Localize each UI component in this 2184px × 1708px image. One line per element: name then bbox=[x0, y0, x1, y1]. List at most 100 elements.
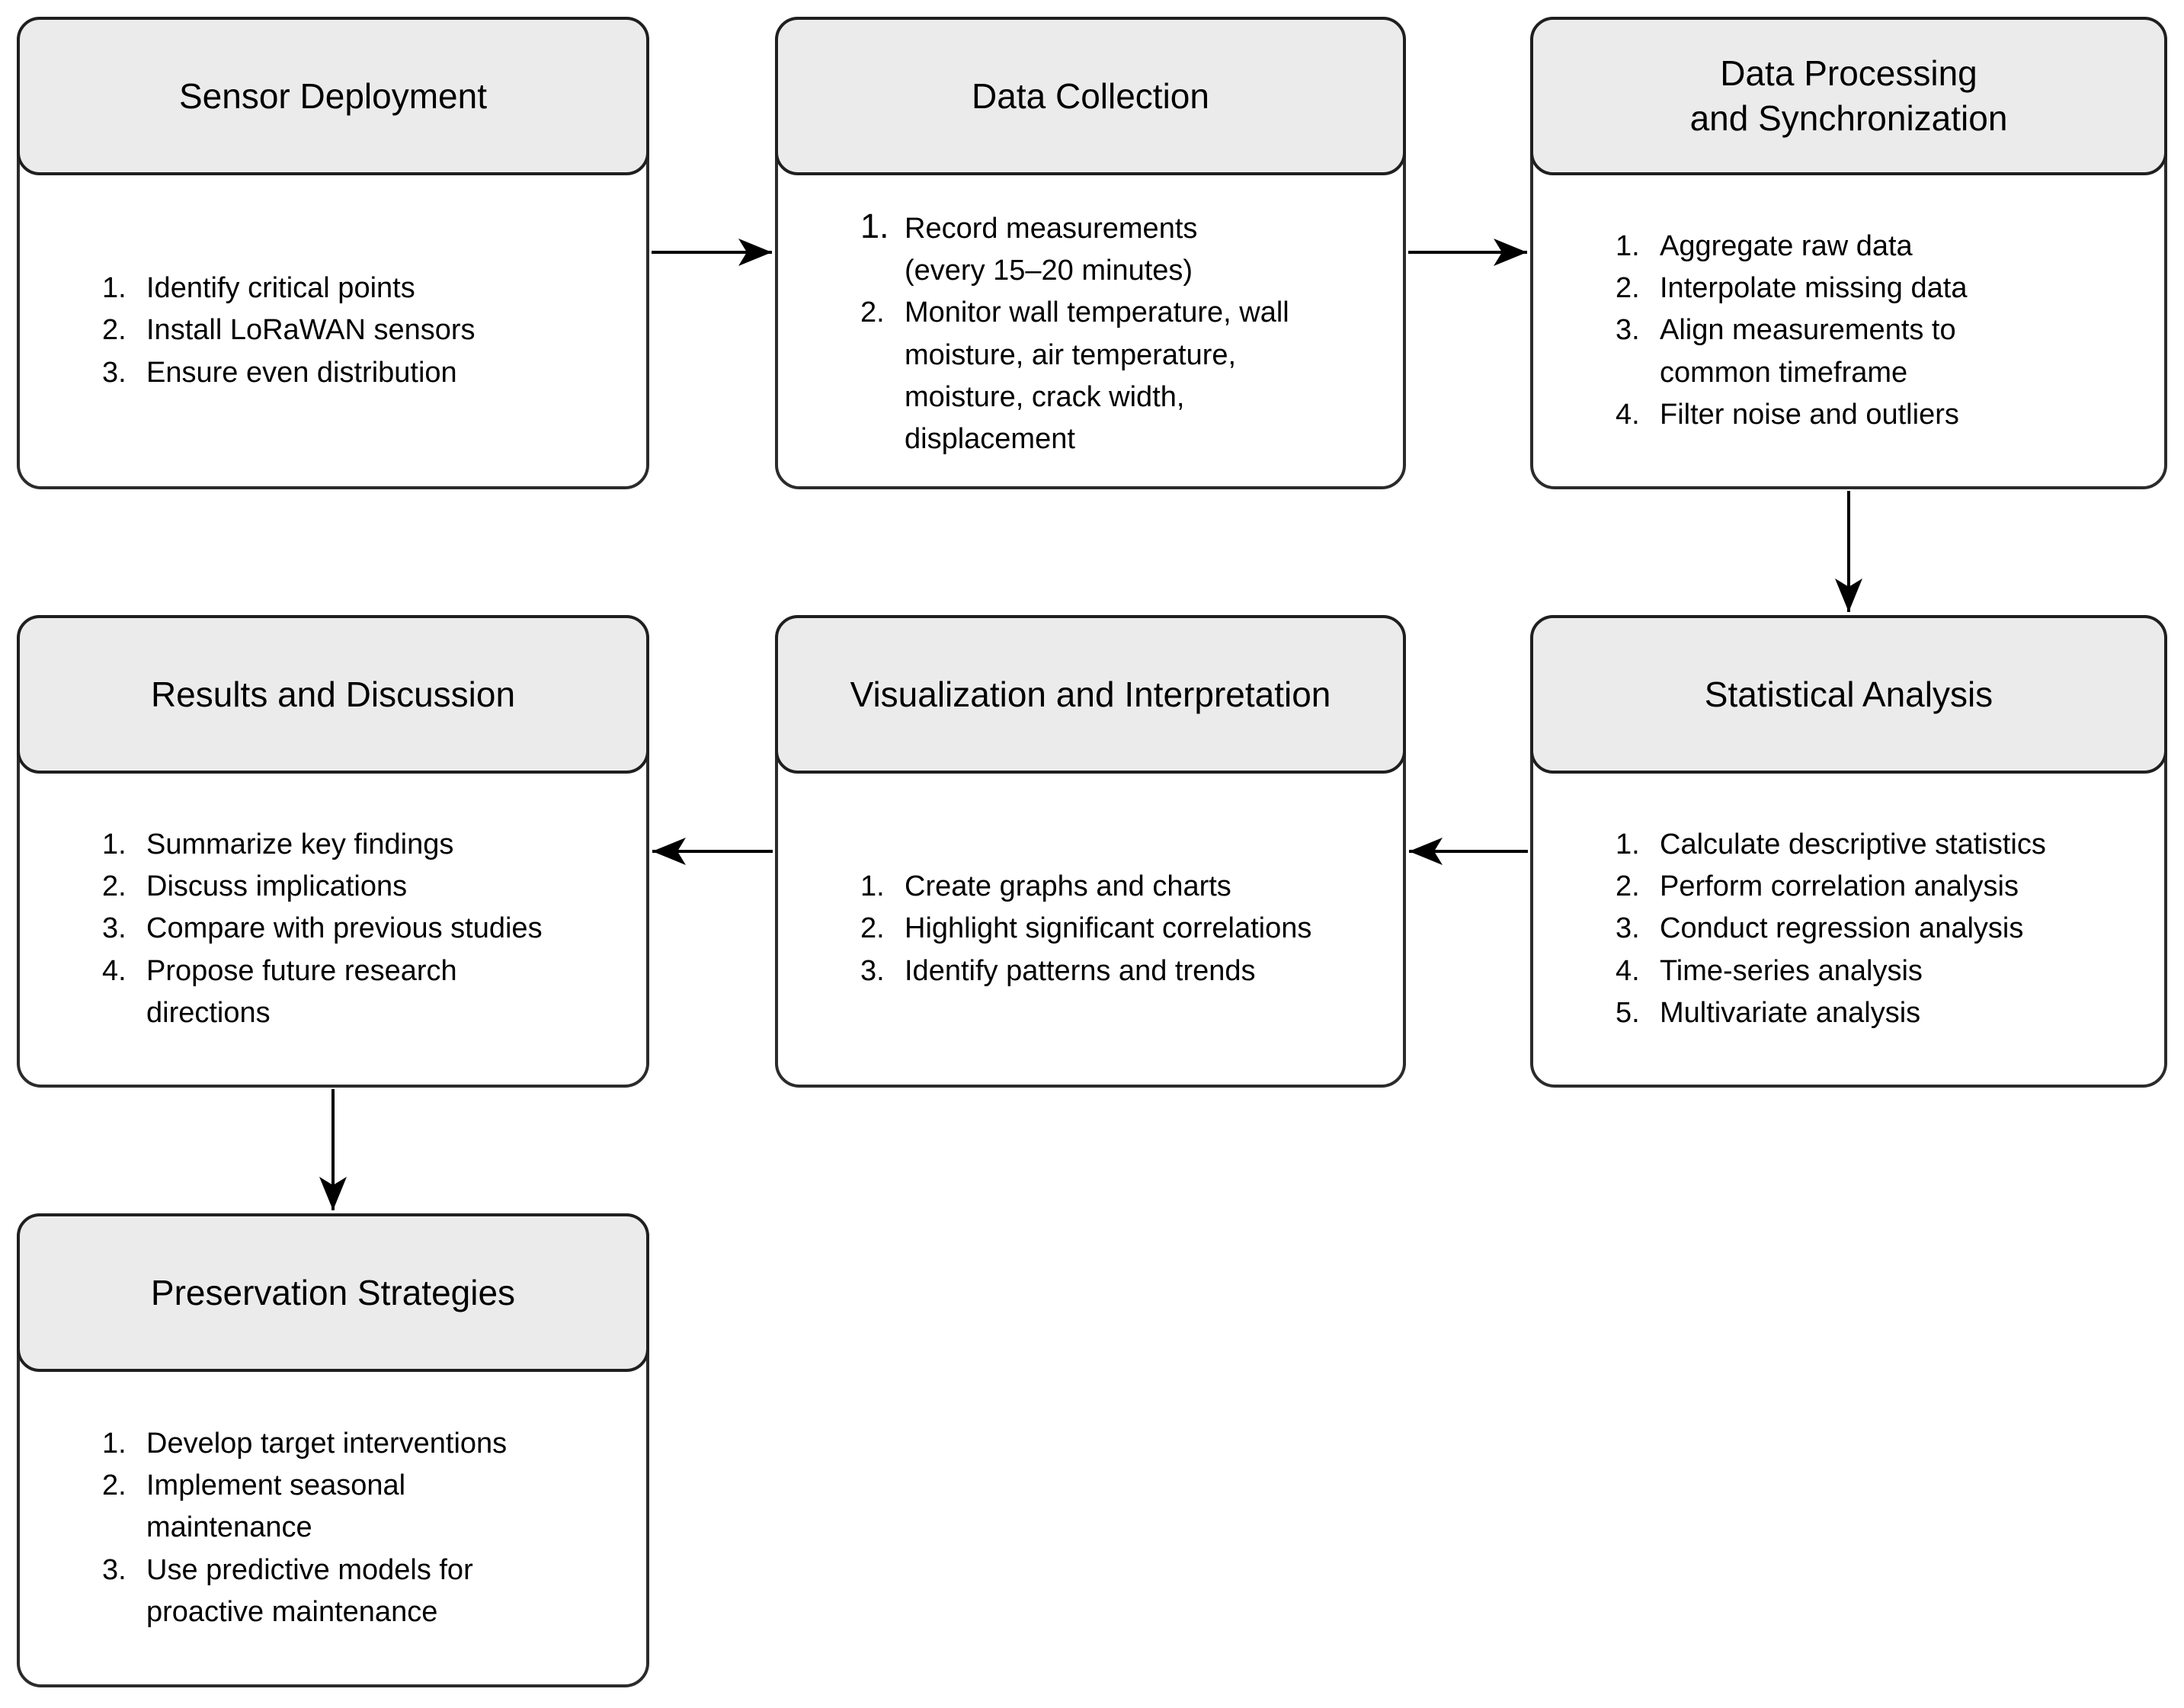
item-number: 3. bbox=[102, 1553, 126, 1586]
item-number: 4. bbox=[1616, 954, 1640, 987]
numbered-list: 1. Develop target interventions 2. Imple… bbox=[20, 1423, 646, 1633]
item-text: Propose future research directions bbox=[146, 954, 457, 1029]
item-text: Discuss implications bbox=[146, 870, 408, 903]
item-text: Filter noise and outliers bbox=[1660, 398, 1959, 431]
item-text: Time-series analysis bbox=[1660, 954, 1923, 987]
list-item: 2. Highlight significant correlations bbox=[860, 908, 1382, 950]
item-number: 3. bbox=[1616, 912, 1640, 945]
box-header: Sensor Deployment bbox=[17, 17, 649, 175]
item-text: Conduct regression analysis bbox=[1660, 912, 2024, 945]
item-text: Multivariate analysis bbox=[1660, 996, 1921, 1029]
box-title: Data Processing and Synchronization bbox=[1689, 53, 2008, 138]
numbered-list: 1. Create graphs and charts 2. Highlight… bbox=[778, 866, 1403, 992]
list-item: 4. Time-series analysis bbox=[1616, 950, 2143, 992]
item-text: Record measurements (every 15–20 minutes… bbox=[905, 213, 1198, 287]
list-item: 2. Install LoRaWAN sensors bbox=[102, 309, 625, 351]
box-body: 1. Develop target interventions 2. Imple… bbox=[20, 1372, 646, 1684]
item-text: Compare with previous studies bbox=[146, 912, 543, 945]
item-text: Ensure even distribution bbox=[146, 356, 457, 389]
list-item: 2. Interpolate missing data bbox=[1616, 268, 2143, 309]
item-number: 2. bbox=[860, 912, 885, 945]
box-header: Visualization and Interpretation bbox=[775, 615, 1406, 774]
box-header: Preservation Strategies bbox=[17, 1213, 649, 1372]
box-statistical-analysis: Statistical Analysis 1. Calculate descri… bbox=[1530, 615, 2167, 1088]
item-text: Aggregate raw data bbox=[1660, 230, 1913, 263]
list-item: 1. Develop target interventions bbox=[102, 1423, 625, 1465]
item-number: 4. bbox=[102, 954, 126, 987]
item-number: 1. bbox=[102, 828, 126, 861]
item-number: 2. bbox=[102, 870, 126, 903]
item-number: 5. bbox=[1616, 996, 1640, 1029]
box-body: 1. Calculate descriptive statistics 2. P… bbox=[1533, 774, 2164, 1085]
list-item: 1. Summarize key findings bbox=[102, 824, 625, 866]
list-item: 2. Perform correlation analysis bbox=[1616, 866, 2143, 908]
item-text: Install LoRaWAN sensors bbox=[146, 314, 476, 347]
item-text: Monitor wall temperature, wall moisture,… bbox=[905, 296, 1289, 455]
item-number: 3. bbox=[102, 912, 126, 945]
box-sensor-deployment: Sensor Deployment 1. Identify critical p… bbox=[17, 17, 649, 489]
box-title: Data Collection bbox=[972, 75, 1209, 116]
item-text: Highlight significant correlations bbox=[905, 912, 1312, 945]
box-header: Statistical Analysis bbox=[1530, 615, 2167, 774]
box-header: Data Collection bbox=[775, 17, 1406, 175]
item-text: Identify critical points bbox=[146, 272, 415, 305]
list-item: 3. Align measurements to common timefram… bbox=[1616, 309, 2143, 393]
item-text: Calculate descriptive statistics bbox=[1660, 828, 2046, 861]
list-item: 1. Identify critical points bbox=[102, 268, 625, 309]
item-number: 2. bbox=[1616, 870, 1640, 903]
item-text: Interpolate missing data bbox=[1660, 272, 1968, 305]
numbered-list: 1. Record measurements (every 15–20 minu… bbox=[778, 201, 1403, 460]
box-body: 1. Identify critical points 2. Install L… bbox=[20, 175, 646, 486]
list-item: 5. Multivariate analysis bbox=[1616, 992, 2143, 1034]
box-body: 1. Aggregate raw data 2. Interpolate mis… bbox=[1533, 175, 2164, 486]
item-number: 1. bbox=[102, 1428, 126, 1460]
list-item: 3. Conduct regression analysis bbox=[1616, 908, 2143, 950]
item-number: 3. bbox=[860, 954, 885, 987]
item-text: Implement seasonal maintenance bbox=[146, 1469, 406, 1544]
item-number: 2. bbox=[102, 314, 126, 347]
list-item: 3. Compare with previous studies bbox=[102, 908, 625, 950]
item-number: 2. bbox=[860, 296, 885, 329]
item-number: 1. bbox=[102, 272, 126, 305]
numbered-list: 1. Aggregate raw data 2. Interpolate mis… bbox=[1533, 226, 2164, 435]
box-preservation-strategies: Preservation Strategies 1. Develop targe… bbox=[17, 1213, 649, 1687]
box-title: Preservation Strategies bbox=[150, 1272, 516, 1312]
item-number: 3. bbox=[1616, 314, 1640, 347]
list-item: 3. Use predictive models for proactive m… bbox=[102, 1549, 625, 1633]
box-visualization-and-interpretation: Visualization and Interpretation 1. Crea… bbox=[775, 615, 1406, 1088]
box-body: 1. Record measurements (every 15–20 minu… bbox=[778, 175, 1403, 486]
list-item: 4. Filter noise and outliers bbox=[1616, 394, 2143, 436]
numbered-list: 1. Calculate descriptive statistics 2. P… bbox=[1533, 824, 2164, 1033]
item-text: Summarize key findings bbox=[146, 828, 454, 861]
list-item: 2. Discuss implications bbox=[102, 866, 625, 908]
item-number: 2. bbox=[1616, 272, 1640, 305]
list-item: 1. Create graphs and charts bbox=[860, 866, 1382, 908]
item-text: Use predictive models for proactive main… bbox=[146, 1553, 473, 1628]
item-number: 1. bbox=[860, 870, 885, 903]
item-number: 2. bbox=[102, 1469, 126, 1502]
list-item: 4. Propose future research directions bbox=[102, 950, 625, 1034]
item-text: Align measurements to common timeframe bbox=[1660, 314, 1956, 389]
item-number: 3. bbox=[102, 356, 126, 389]
item-number: 1. bbox=[860, 207, 889, 246]
box-body: 1. Create graphs and charts 2. Highlight… bbox=[778, 774, 1403, 1085]
item-number: 1. bbox=[1616, 828, 1640, 861]
box-body: 1. Summarize key findings 2. Discuss imp… bbox=[20, 774, 646, 1085]
box-data-collection: Data Collection 1. Record measurements (… bbox=[775, 17, 1406, 489]
box-data-processing-and-synchronization: Data Processing and Synchronization 1. A… bbox=[1530, 17, 2167, 489]
list-item: 2. Implement seasonal maintenance bbox=[102, 1465, 625, 1549]
list-item: 3. Identify patterns and trends bbox=[860, 950, 1382, 992]
list-item: 1. Aggregate raw data bbox=[1616, 226, 2143, 268]
box-title: Visualization and Interpretation bbox=[850, 674, 1331, 714]
item-text: Create graphs and charts bbox=[905, 870, 1231, 903]
list-item: 1. Record measurements (every 15–20 minu… bbox=[860, 201, 1382, 292]
item-text: Develop target interventions bbox=[146, 1428, 508, 1460]
box-header: Data Processing and Synchronization bbox=[1530, 17, 2167, 175]
box-title: Statistical Analysis bbox=[1704, 674, 1993, 714]
list-item: 1. Calculate descriptive statistics bbox=[1616, 824, 2143, 866]
numbered-list: 1. Summarize key findings 2. Discuss imp… bbox=[20, 824, 646, 1033]
box-results-and-discussion: Results and Discussion 1. Summarize key … bbox=[17, 615, 649, 1088]
item-text: Identify patterns and trends bbox=[905, 954, 1256, 987]
